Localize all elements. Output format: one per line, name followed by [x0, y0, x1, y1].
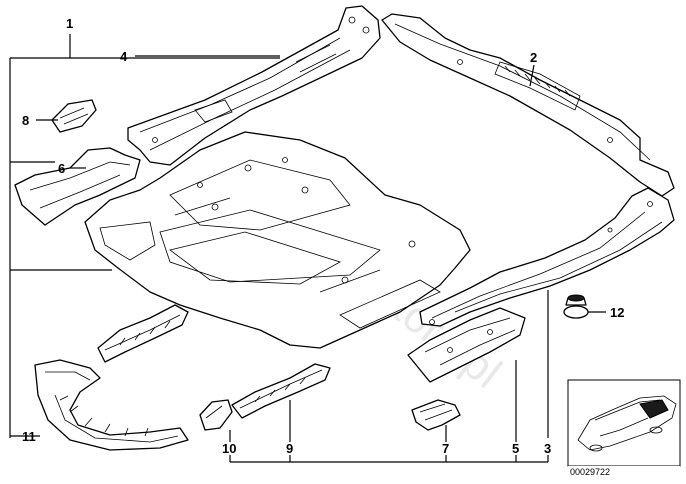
callout-8: 8 [22, 113, 29, 128]
callout-6: 6 [58, 161, 65, 176]
part-3-right-rail [419, 187, 675, 327]
callout-3: 3 [544, 441, 551, 456]
part-9-bracket [231, 363, 331, 419]
part-2-rear-rail [381, 13, 675, 197]
vehicle-thumbnail: 00029722 [567, 379, 681, 478]
part-4-left-rail [127, 5, 381, 166]
callout-1: 1 [66, 16, 73, 31]
callout-11: 11 [22, 429, 36, 444]
callout-12: 12 [610, 305, 624, 320]
callout-5: 5 [512, 441, 519, 456]
lower-bracket-pair [97, 304, 189, 363]
callout-7: 7 [442, 441, 449, 456]
document-number: 00029722 [570, 467, 610, 477]
part-11-curved-bracket [34, 359, 189, 451]
leader-lines [9, 34, 606, 463]
part-10-bracket [199, 399, 233, 431]
callout-10: 10 [222, 441, 236, 456]
highlighted-area [639, 399, 669, 419]
part-7-clip [411, 399, 461, 431]
floor-panel [84, 131, 471, 349]
callout-labels: 1 2 3 4 5 6 7 8 9 10 11 12 [22, 16, 624, 456]
callout-2: 2 [530, 50, 537, 65]
callout-9: 9 [286, 441, 293, 456]
callout-4: 4 [120, 49, 128, 64]
part-8-bracket [51, 99, 97, 133]
part-5-cover-plate [407, 307, 526, 383]
part-12-grommet [563, 294, 589, 319]
